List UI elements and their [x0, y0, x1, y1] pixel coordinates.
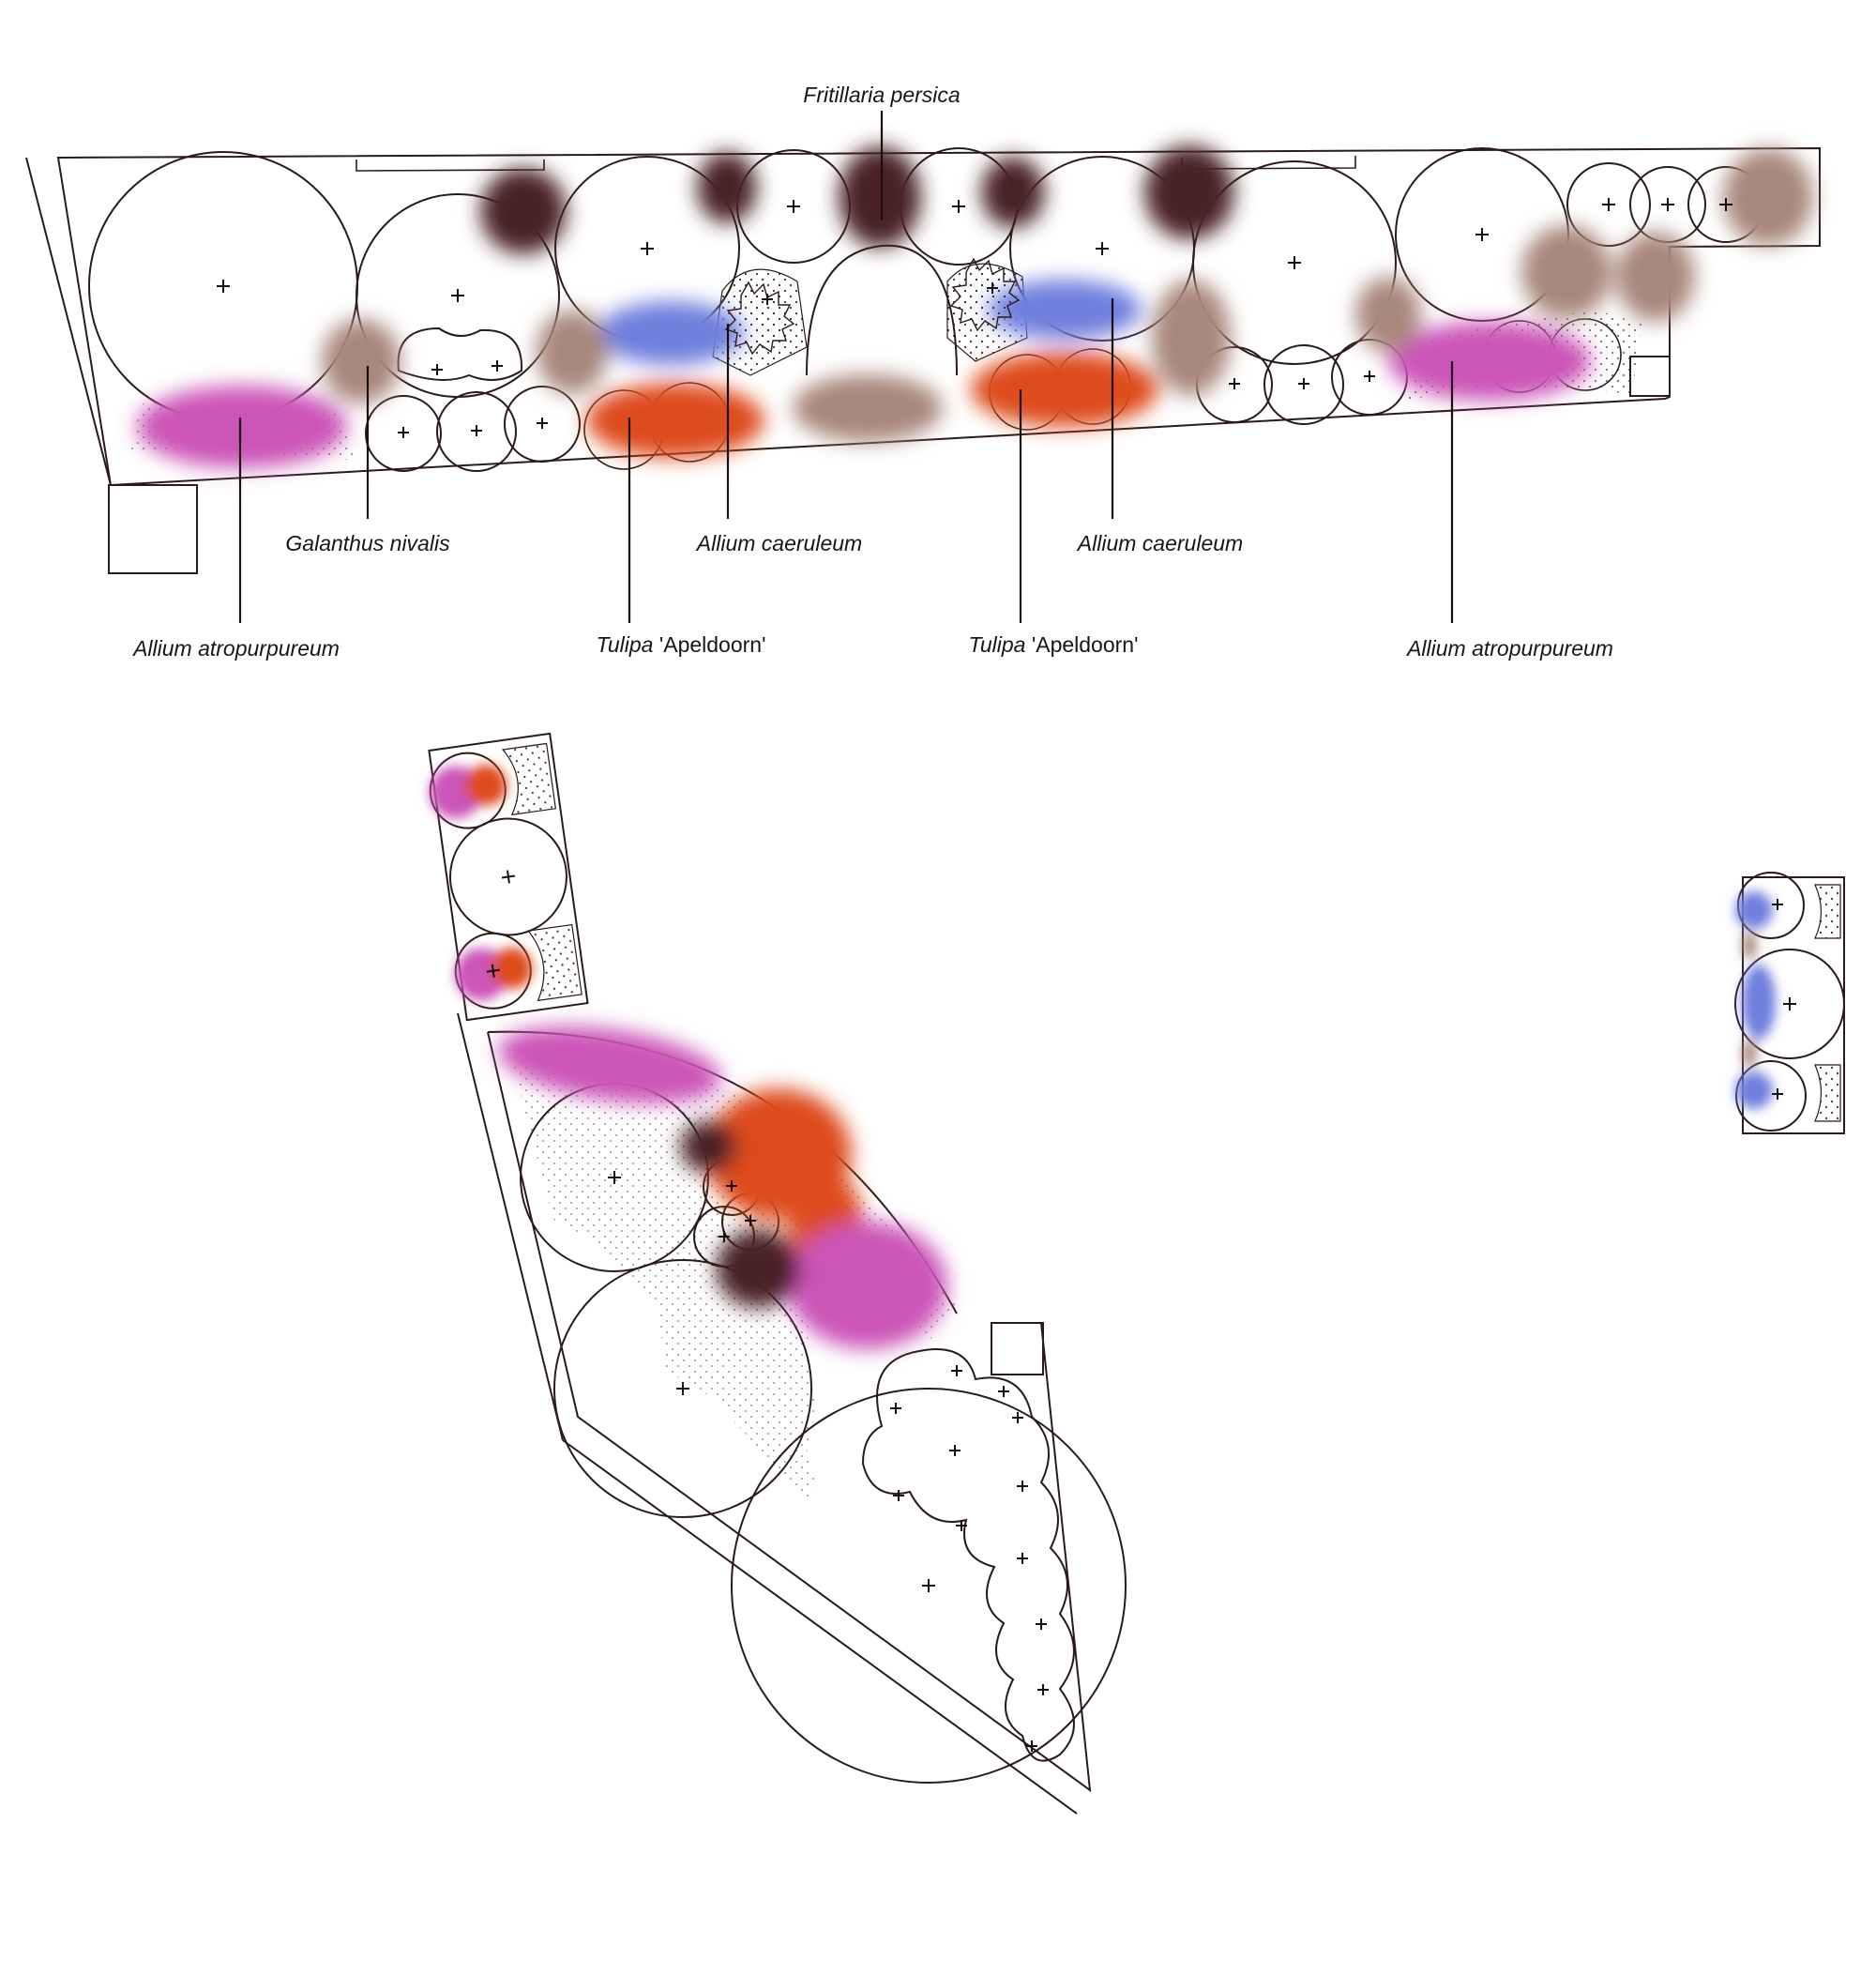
small-tilted-planter	[428, 732, 589, 1022]
label-allium-atropurpureum-left: Allium atropurpureum	[133, 636, 340, 661]
top-border	[25, 111, 1821, 623]
right-small-planter	[1734, 872, 1845, 1134]
label-cultivar: 'Apeldoorn'	[1025, 632, 1139, 657]
label-genus: Allium caeruleum	[1077, 531, 1244, 555]
label-allium-caeruleum-left: Allium caeruleum	[697, 531, 862, 556]
label-genus: Allium caeruleum	[696, 531, 863, 555]
label-allium-caeruleum-right: Allium caeruleum	[1078, 531, 1243, 556]
label-genus: Allium atropurpureum	[133, 636, 340, 661]
label-genus: Galanthus nivalis	[285, 531, 450, 555]
label-tulipa-left: Tulipa 'Apeldoorn'	[597, 632, 766, 658]
label-genus: Fritillaria persica	[803, 83, 961, 107]
lower-curved-bed	[457, 1012, 1127, 1815]
label-fritillaria-persica: Fritillaria persica	[803, 83, 960, 108]
label-cultivar: 'Apeldoorn'	[653, 632, 766, 657]
label-genus: Tulipa	[596, 632, 654, 657]
label-genus: Tulipa	[968, 632, 1026, 657]
label-genus: Allium atropurpureum	[1407, 636, 1613, 661]
label-galanthus-nivalis: Galanthus nivalis	[285, 531, 449, 556]
label-tulipa-right: Tulipa 'Apeldoorn'	[969, 632, 1139, 658]
label-allium-atropurpureum-right: Allium atropurpureum	[1407, 636, 1613, 661]
